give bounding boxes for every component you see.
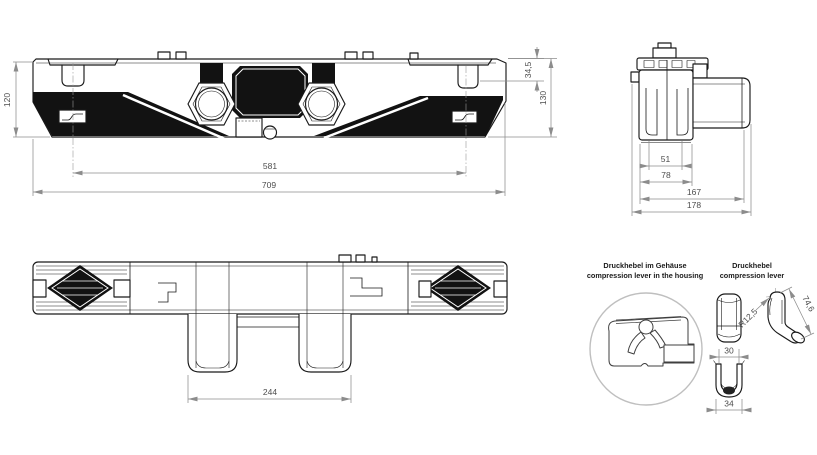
bottom-hook-right [350, 277, 383, 297]
front-left-panel [33, 92, 229, 136]
side-top-nub [652, 47, 677, 59]
dim-lever-outer-width: 34 [706, 399, 752, 414]
side-cap-slot [671, 60, 683, 68]
front-clip [175, 51, 187, 60]
front-left-slot [58, 109, 87, 124]
dim-side-body: 78 [639, 144, 693, 204]
front-view: 120 581 709 34,5 130 [2, 47, 557, 196]
dim-side-total-depth: 178 [631, 84, 752, 216]
side-cap-slot [643, 60, 655, 68]
front-left-recess [47, 58, 119, 66]
side-step [692, 63, 708, 79]
lever-front-view [716, 293, 742, 343]
lever-side-view [765, 288, 805, 344]
dim-text-581: 581 [263, 161, 277, 171]
dim-text-178: 178 [687, 200, 701, 210]
bottom-hook-left [158, 282, 177, 303]
lever-title-en: compression lever [720, 271, 785, 280]
front-left-panel-stripe [122, 93, 226, 141]
lever-pivot [638, 319, 654, 335]
bottom-foot-left [187, 314, 238, 373]
dim-front-height-left: 120 [2, 61, 50, 138]
dim-text-34-5: 34,5 [523, 61, 533, 78]
front-center-panel-border [235, 68, 306, 116]
front-center-panel [232, 66, 308, 118]
lever-arm-left [627, 331, 646, 355]
housing-latch-box [663, 344, 695, 363]
dim-text-709: 709 [262, 180, 276, 190]
side-channel-right [676, 88, 689, 136]
dim-text-167: 167 [687, 187, 701, 197]
bottom-right-cap [411, 265, 508, 311]
side-cylinder [692, 77, 751, 129]
front-right-tab [457, 64, 479, 89]
dim-text-78: 78 [661, 170, 671, 180]
bottom-clip [355, 254, 366, 263]
front-hex-boss-right [297, 82, 346, 126]
housing-title-en: compression lever in the housing [587, 271, 703, 280]
lever-bottom-dark [723, 386, 735, 395]
housing-title-de: Druckhebel im Gehäuse [603, 261, 686, 270]
dim-bottom-feet-span: 244 [187, 375, 352, 403]
dim-front-height-right: 130 [488, 58, 557, 138]
front-clip [344, 51, 358, 60]
detail-lever: Druckhebel compression lever R12,5 [706, 261, 817, 414]
dim-text-244: 244 [263, 387, 277, 397]
dim-text-120: 120 [2, 93, 12, 107]
front-right-panel [314, 96, 503, 136]
bottom-view: 244 [32, 254, 508, 403]
lever-title-de: Druckhebel [732, 261, 772, 270]
housing-section [608, 316, 695, 367]
side-channel-left [645, 88, 658, 136]
front-clip [362, 51, 374, 60]
bottom-left-cap [32, 265, 131, 311]
dim-front-total-width: 709 [32, 103, 506, 196]
detail-circle [589, 292, 703, 406]
front-right-recess [407, 58, 493, 66]
dim-side-depth: 167 [640, 130, 745, 203]
dim-text-74-6: 74,6 [800, 294, 817, 314]
front-clip [409, 52, 419, 60]
dim-lever-front-width: 30 [709, 346, 749, 363]
front-center-box [235, 117, 263, 138]
dim-text-30: 30 [724, 346, 734, 356]
front-right-panel-stripe [323, 96, 429, 140]
detail-housing: Druckhebel im Gehäuse compression lever … [587, 261, 703, 406]
bottom-clip [338, 254, 352, 263]
bottom-foot-right [298, 314, 352, 373]
dim-side-inner: 51 [639, 141, 692, 170]
side-left-tab [630, 71, 640, 83]
side-view: 51 78 167 178 [630, 42, 752, 216]
dim-text-34: 34 [724, 399, 734, 409]
front-clip [157, 51, 171, 60]
bottom-clip [371, 256, 378, 263]
lever-bottom-view [713, 360, 745, 398]
side-top-nub-small [657, 42, 672, 49]
dim-front-inner-span: 581 [73, 161, 466, 176]
side-body [638, 69, 694, 141]
front-hex-boss-left [187, 82, 236, 126]
dim-text-130: 130 [538, 91, 548, 105]
front-right-slot [451, 110, 478, 124]
dim-text-51: 51 [661, 154, 671, 164]
front-screw [262, 125, 278, 140]
